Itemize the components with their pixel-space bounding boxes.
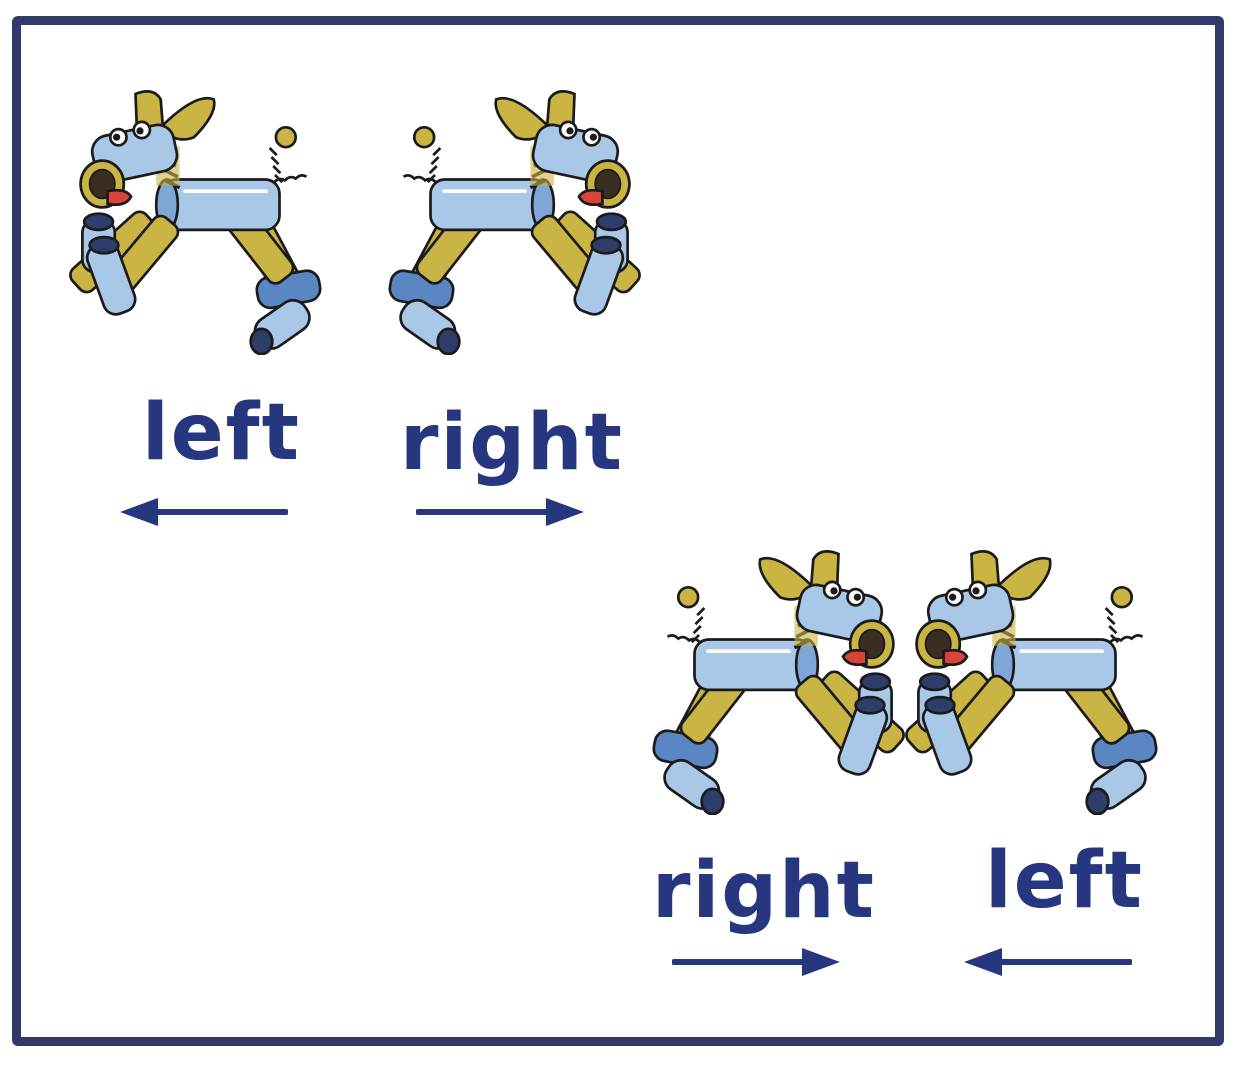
arrow-right-icon — [672, 942, 842, 982]
arrow-left-icon — [118, 492, 288, 532]
arrow-right-icon — [416, 492, 586, 532]
robot-dog-icon — [900, 549, 1160, 815]
label-left: left — [142, 388, 301, 478]
robot-dog-icon — [650, 549, 910, 815]
robot-dog-icon — [386, 89, 646, 355]
robot-dog-icon — [64, 89, 324, 355]
arrow-left-icon — [962, 942, 1132, 982]
label-right: right — [400, 398, 624, 488]
label-right: right — [652, 846, 876, 936]
label-left: left — [985, 836, 1144, 926]
